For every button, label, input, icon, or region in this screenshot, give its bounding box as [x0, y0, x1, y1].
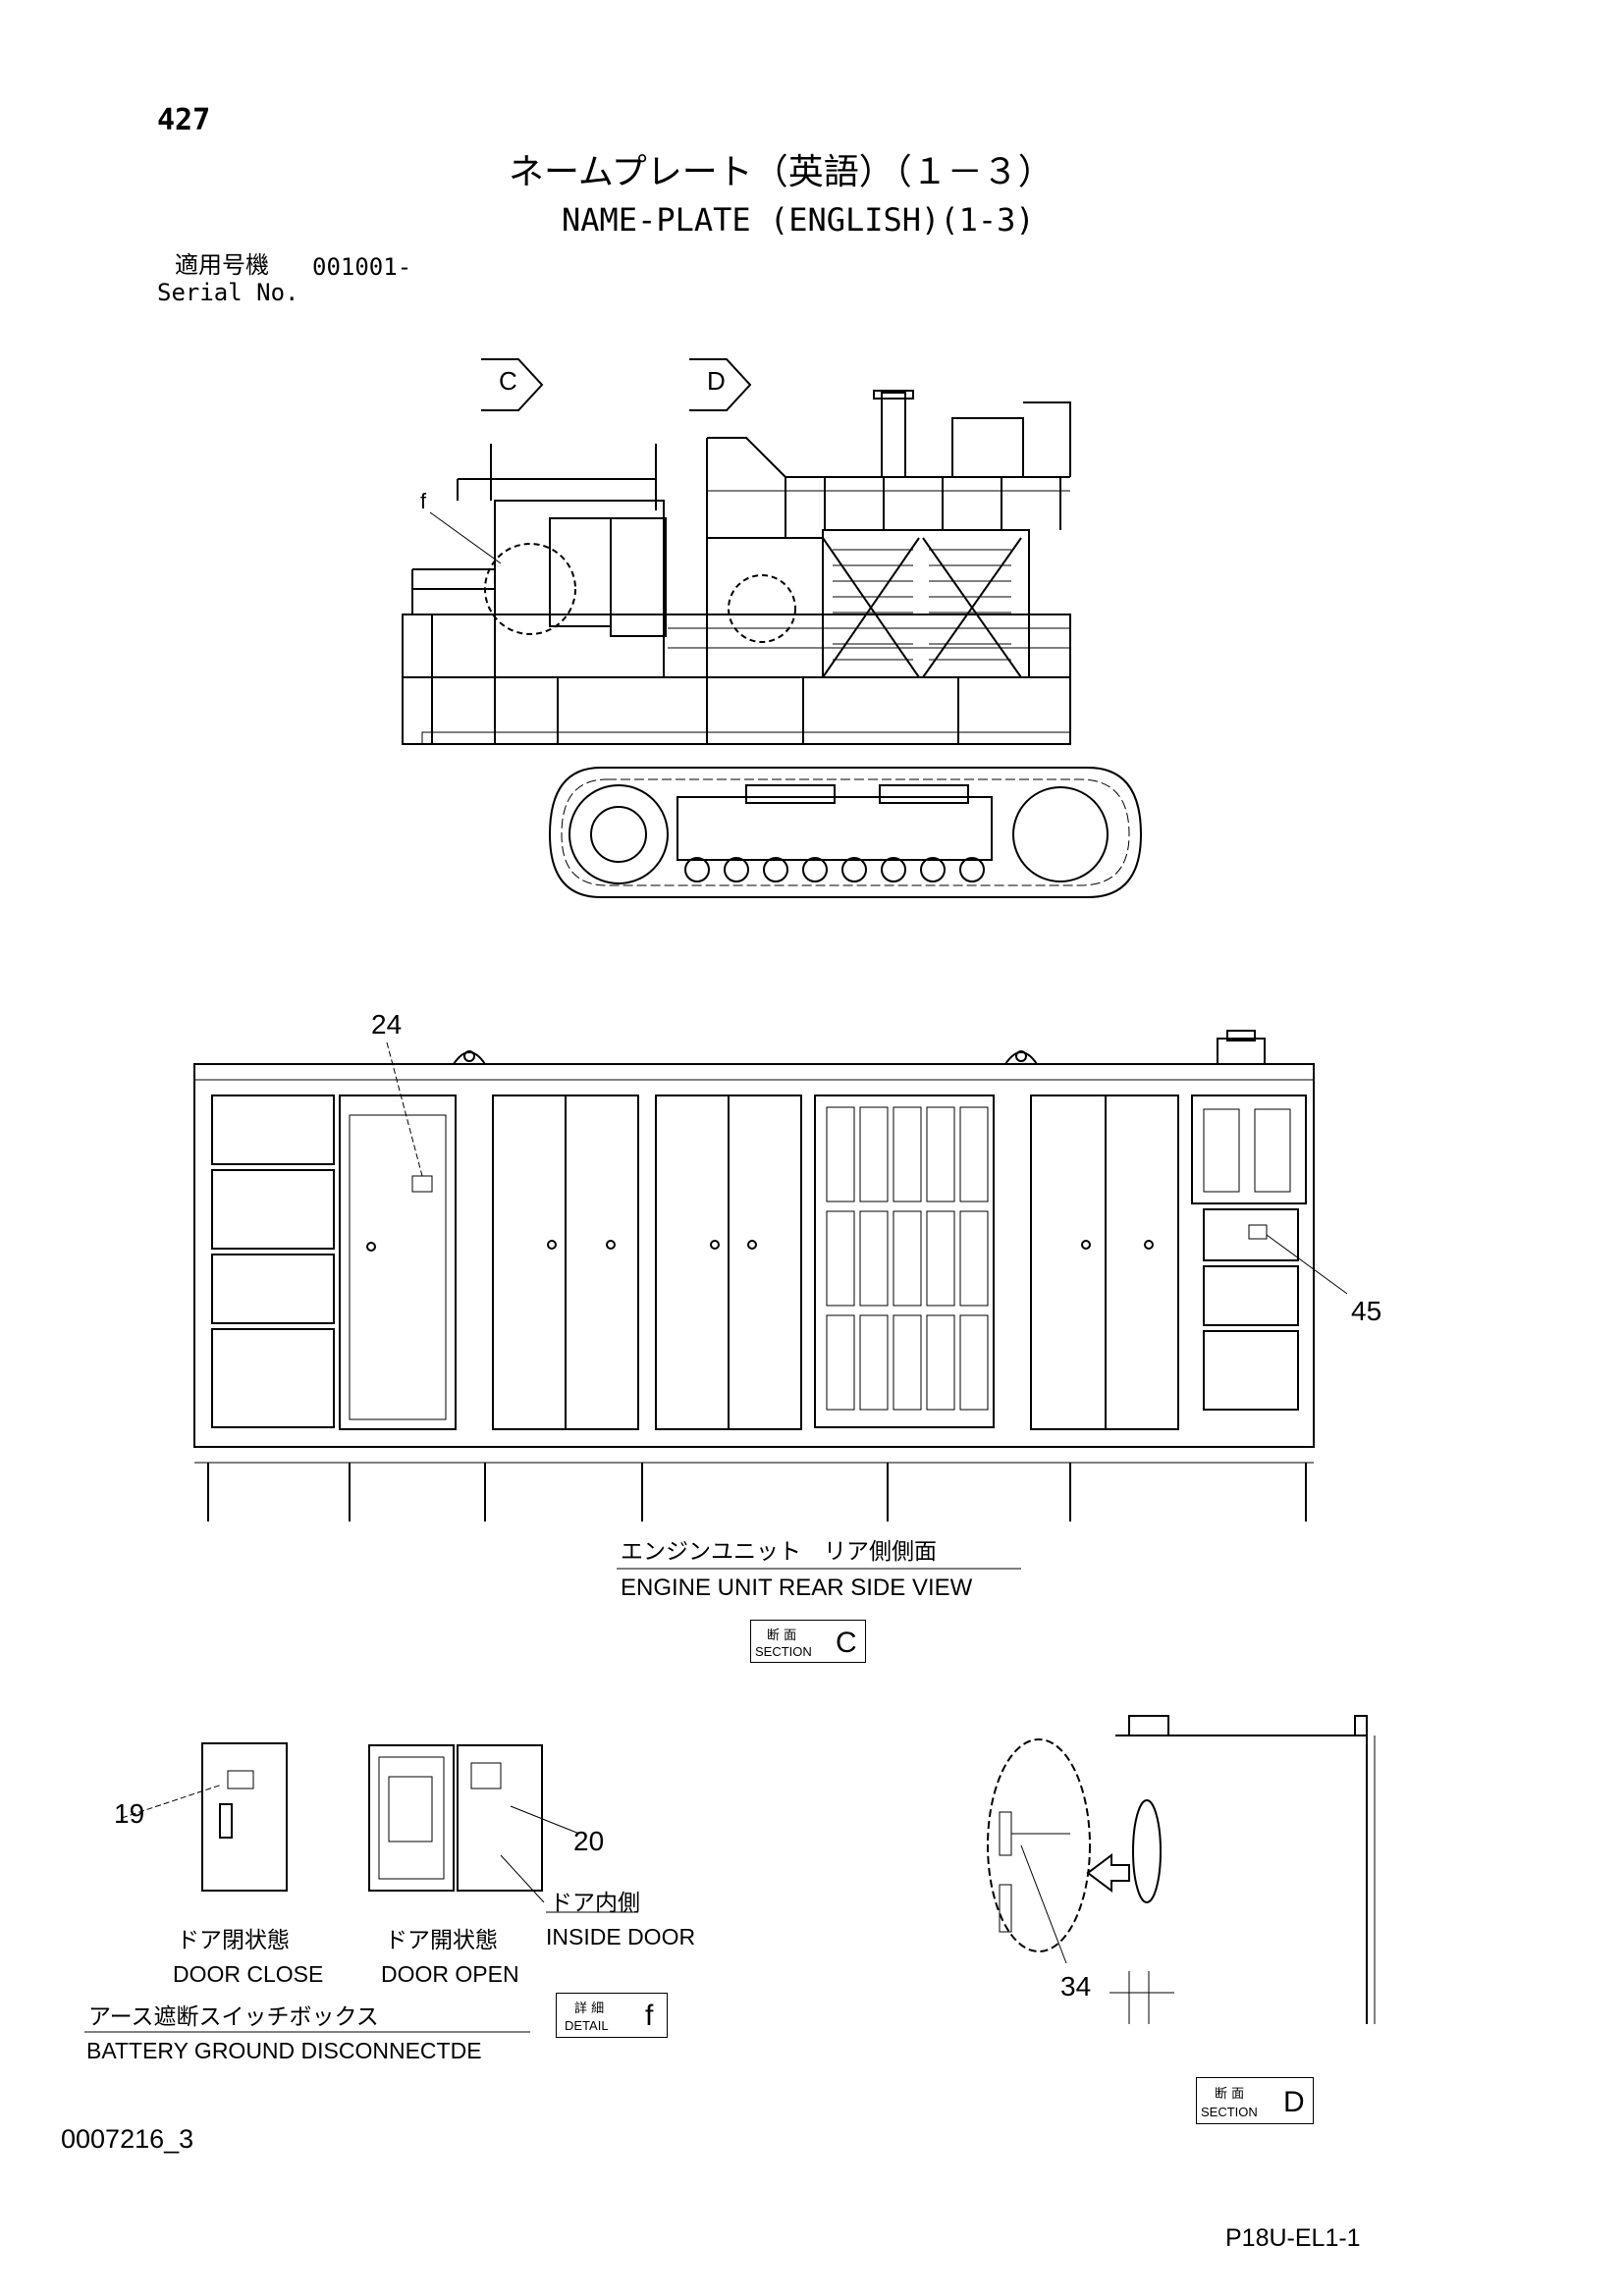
- drawing-code: P18U-EL1-1: [1225, 2224, 1361, 2252]
- section-d-tag-japanese: 断 面: [1215, 2087, 1245, 2102]
- door-open-caption-english: DOOR OPEN: [381, 1961, 519, 1987]
- door-open-caption-japanese: ドア開状態: [385, 1928, 498, 1953]
- section-c-tag: 断 面 SECTION C: [750, 1620, 866, 1663]
- callout-45: 45: [1351, 1296, 1382, 1326]
- section-d-view: [987, 1715, 1376, 2024]
- door-close-caption-english: DOOR CLOSE: [173, 1961, 324, 1987]
- section-c-tag-english: SECTION: [755, 1644, 812, 1659]
- callout-34: 34: [1060, 1971, 1092, 2002]
- section-c-tag-japanese: 断 面: [767, 1629, 797, 1643]
- section-d-tag: 断 面 SECTION D: [1196, 2077, 1314, 2124]
- section-marker-d: D: [707, 366, 726, 396]
- callout-20: 20: [573, 1826, 605, 1856]
- detail-marker-f: f: [420, 489, 427, 513]
- detail-f-switch-box: [84, 1742, 638, 2033]
- serial-label-japanese: 適用号機: [175, 251, 269, 279]
- callout-19: 19: [114, 1798, 145, 1829]
- section-c-tag-letter: C: [836, 1627, 857, 1659]
- inside-door-caption-english: INSIDE DOOR: [546, 1924, 696, 1949]
- machine-side-view: [402, 358, 1143, 898]
- switch-box-caption-english: BATTERY GROUND DISCONNECTDE: [86, 2038, 482, 2063]
- section-marker-c: C: [499, 366, 517, 396]
- detail-f-tag: 詳 細 DETAIL f: [556, 1993, 668, 2038]
- detail-f-tag-english: DETAIL: [565, 2018, 609, 2033]
- inside-door-caption-japanese: ドア内側: [550, 1891, 640, 1916]
- section-d-tag-english: SECTION: [1201, 2105, 1258, 2119]
- engine-view-caption-english: ENGINE UNIT REAR SIDE VIEW: [621, 1575, 973, 1601]
- page-number: 427: [157, 103, 211, 137]
- callout-24: 24: [371, 1009, 403, 1040]
- serial-value: 001001-: [312, 253, 412, 281]
- title-english: NAME-PLATE (ENGLISH)(1-3): [562, 201, 1035, 239]
- title-japanese: ネームプレート（英語）（１－３）: [509, 152, 1054, 192]
- serial-label-english: Serial No.: [157, 279, 299, 306]
- detail-f-tag-japanese: 詳 細: [574, 2002, 605, 2016]
- door-close-caption-japanese: ドア閉状態: [177, 1928, 290, 1953]
- engine-view-caption-japanese: エンジンユニット リア側側面: [621, 1539, 937, 1565]
- switch-box-caption-japanese: アース遮断スイッチボックス: [88, 2004, 379, 2030]
- engine-unit-rear-view: [193, 1030, 1348, 1570]
- detail-f-tag-letter: f: [645, 2000, 654, 2032]
- document-id: 0007216_3: [61, 2124, 194, 2154]
- section-d-tag-letter: D: [1283, 2086, 1305, 2118]
